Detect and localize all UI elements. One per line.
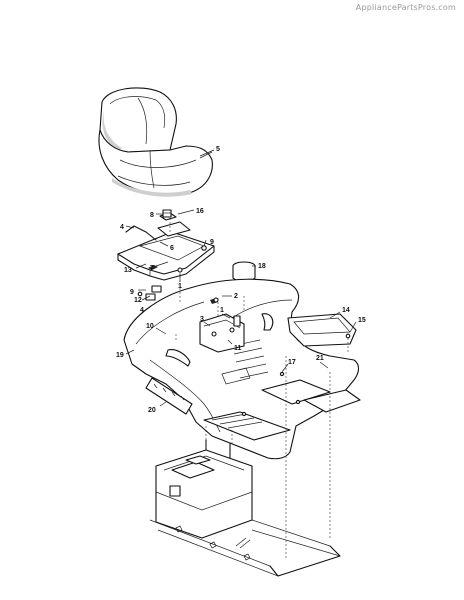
callout-10: 10: [146, 323, 154, 330]
seat-pan-part[interactable]: [117, 209, 215, 281]
callout-9: 9: [210, 239, 214, 246]
callout-20: 20: [148, 407, 156, 414]
callout-16: 16: [196, 208, 204, 215]
callout-11: 11: [234, 345, 242, 352]
callout-6: 6: [170, 245, 174, 252]
seat-part[interactable]: [98, 87, 213, 197]
callout-15: 15: [358, 317, 366, 324]
hitch-plate-part[interactable]: [145, 377, 193, 415]
callout-19: 19: [116, 352, 124, 359]
callout-2: 2: [234, 293, 238, 300]
callout-4b: 4: [140, 307, 144, 314]
callout-1: 1: [178, 283, 182, 290]
side-panel-part[interactable]: [287, 313, 357, 347]
fender-body-part[interactable]: [123, 278, 361, 460]
callout-9b: 9: [130, 289, 134, 296]
callout-13: 13: [124, 267, 132, 274]
callout-7: 7: [150, 265, 154, 272]
callout-12: 12: [134, 297, 142, 304]
watermark: AppliancePartsPros.com: [355, 3, 456, 12]
seat-hardware[interactable]: [125, 225, 207, 301]
callout-18: 18: [258, 263, 266, 270]
callout-17: 17: [288, 359, 296, 366]
seat-bracket-part[interactable]: [199, 313, 245, 353]
callout-1b: 1: [220, 307, 224, 314]
callout-4: 4: [120, 224, 124, 231]
callout-8: 8: [150, 212, 154, 219]
tractor-frame: [149, 439, 341, 577]
leader-lines: [125, 149, 357, 407]
callout-21: 21: [316, 355, 324, 362]
callout-labels: 5 8 16 4 9 6 13 7 1 9 12 4 18 2 14 15 10…: [116, 146, 366, 414]
callout-5: 5: [216, 146, 220, 153]
callout-3: 3: [200, 316, 204, 323]
callout-14: 14: [342, 307, 350, 314]
